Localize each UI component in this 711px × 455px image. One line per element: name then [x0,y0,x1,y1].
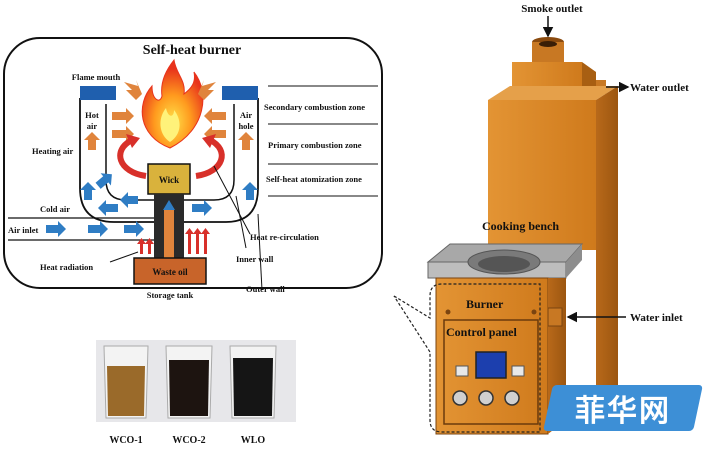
diagram-frame [3,37,383,289]
hot-air-label-2: air [87,121,98,131]
control-display [475,351,507,379]
water-inlet-label: Water inlet [630,312,683,324]
flame-mouth-right [222,86,258,100]
cooking-bench-label: Cooking bench [482,219,559,233]
secondary-zone-label: Secondary combustion zone [264,102,365,112]
waste-oil-label: Waste oil [152,267,188,277]
burner-label: Burner [466,297,504,311]
water-outlet-label: Water outlet [630,82,689,94]
zone-lines [268,85,378,197]
atomization-zone-label: Self-heat atomization zone [266,174,362,184]
recirculation-arrow-left [117,137,147,179]
recirculation-arrow-right [195,137,225,179]
heat-radiation-arrows [137,228,210,254]
flame-core-icon [160,108,180,142]
heat-radiation-label: Heat radiation [40,262,93,272]
air-hole-label-2: hole [238,121,253,131]
air-inlet-label: Air inlet [8,225,38,235]
inner-wall-label: Inner wall [236,254,274,264]
control-panel-label: Control panel [446,325,517,339]
watermark-badge: 菲华网 [543,385,703,431]
burner-diagram: Self-heat burner Secondary combustion zo… [3,37,383,300]
samples-photo [96,340,296,422]
storage-tank [133,257,207,285]
flame-icon [141,58,204,149]
water-inlet-pipe [547,307,563,327]
heating-air-label: Heating air [32,146,74,156]
cold-air-label: Cold air [40,204,70,214]
knob-3 [504,390,520,406]
stove-model [393,37,618,435]
flame-mouth-left [80,86,116,100]
sample-label-wco2: WCO-2 [172,435,205,446]
cold-air-arrows [46,173,258,237]
sample-label-wlo: WLO [241,435,266,446]
flame-mouth-label: Flame mouth [72,72,121,82]
sample-label-wco1: WCO-1 [109,435,142,446]
hot-air-label-1: Hot [85,110,99,120]
wick-label: Wick [159,175,179,185]
outer-wall-label: Outer wall [246,284,285,294]
control-panel [443,319,539,425]
heat-recirculation-label: Heat re-circulation [250,232,319,242]
hot-air-arrows [84,80,254,150]
knob-1 [452,390,468,406]
primary-zone-label: Primary combustion zone [268,140,362,150]
watermark-text: 菲华网 [575,394,671,429]
smoke-outlet-label: Smoke outlet [521,3,583,15]
storage-tank-label: Storage tank [147,290,194,300]
chimney-column [488,100,596,250]
knob-2 [478,390,494,406]
callout-outline [393,283,541,433]
air-hole-label-1: Air [240,110,253,120]
smoke-outlet-pipe [532,42,564,62]
diagram-title: Self-heat burner [143,43,241,58]
